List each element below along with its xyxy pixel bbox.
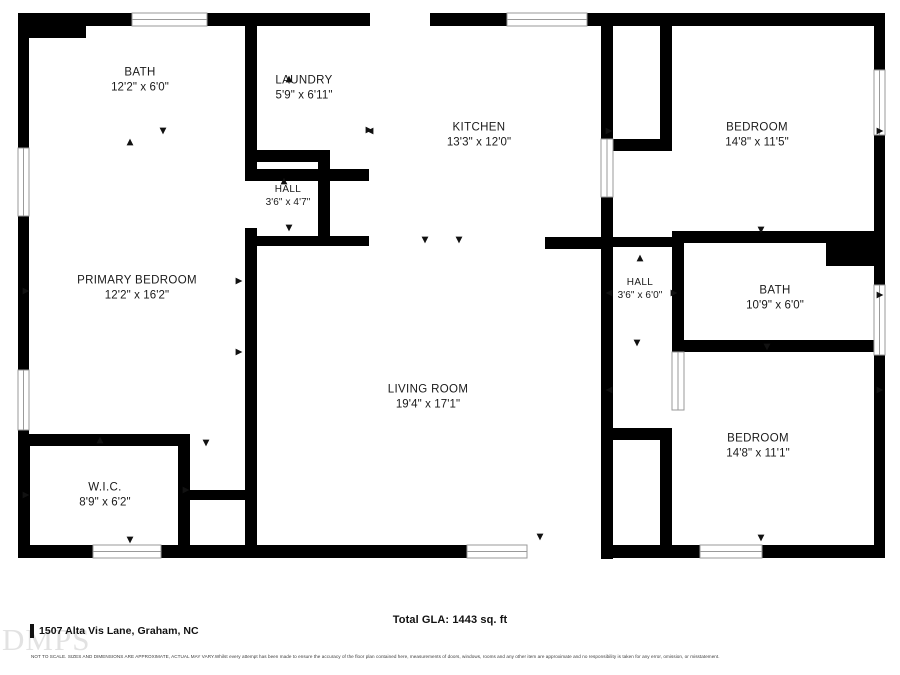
wall-segment: [672, 231, 876, 243]
door-opening-marker: [22, 491, 30, 499]
door-opening-marker: [280, 177, 288, 185]
wall-segment: [672, 243, 684, 351]
door-opening-marker: [605, 127, 613, 135]
wall-segment: [601, 249, 613, 559]
door-opening-marker: [757, 226, 765, 234]
wall-segment: [318, 150, 330, 245]
wall-segment: [18, 434, 190, 446]
door-opening-marker: [605, 386, 613, 394]
door-opening-marker: [763, 343, 771, 351]
wall-segment: [245, 24, 257, 169]
wall-segment: [29, 13, 86, 38]
door-opening-marker: [126, 536, 134, 544]
door-opening-marker: [235, 277, 243, 285]
door-opening-marker: [876, 291, 884, 299]
wall-segment: [257, 236, 369, 246]
disclaimer-text: NOT TO SCALE. SIZES AND DIMENSIONS ARE A…: [31, 654, 720, 659]
door-opening-marker: [365, 126, 373, 134]
address-block: 1507 Alta Vis Lane, Graham, NC: [30, 624, 199, 638]
door-markers-layer: [22, 75, 884, 544]
wall-segment: [672, 340, 876, 352]
door-opening-marker: [636, 254, 644, 262]
door-opening-marker: [757, 534, 765, 542]
plan-footer: DMPS Total GLA: 1443 sq. ft 1507 Alta Vi…: [0, 600, 900, 675]
door-opening-marker: [22, 287, 30, 295]
wall-segment: [601, 139, 672, 151]
wall-segment: [245, 150, 330, 162]
door-opening-marker: [96, 436, 104, 444]
wall-segment: [601, 428, 671, 440]
door-opening-marker: [536, 533, 544, 541]
wall-segment: [245, 169, 369, 181]
door-opening-marker: [159, 127, 167, 135]
wall-segment: [18, 13, 29, 558]
door-opening-marker: [670, 289, 678, 297]
door-opening-marker: [876, 386, 884, 394]
door-opening-marker: [285, 75, 293, 83]
wall-segment: [190, 490, 250, 500]
wall-segment: [613, 237, 675, 247]
door-opening-marker: [455, 236, 463, 244]
door-opening-marker: [202, 439, 210, 447]
wall-segment: [612, 13, 885, 26]
wall-segment: [601, 24, 613, 249]
total-gla-text: Total GLA: 1443 sq. ft: [392, 614, 508, 626]
wall-segment: [178, 434, 190, 558]
door-opening-marker: [605, 289, 613, 297]
floor-plan-drawing: [17, 12, 886, 559]
property-address: 1507 Alta Vis Lane, Graham, NC: [39, 625, 199, 637]
door-opening-marker: [235, 348, 243, 356]
door-opening-marker: [421, 236, 429, 244]
door-opening-marker: [182, 486, 190, 494]
door-opening-marker: [285, 224, 293, 232]
watermark-logo: DMPS: [2, 622, 91, 657]
door-opening-marker: [126, 138, 134, 146]
door-opening-marker: [633, 339, 641, 347]
wall-segment: [545, 237, 613, 249]
address-accent-bar: [30, 624, 34, 638]
wall-segment: [245, 228, 257, 558]
door-opening-marker: [876, 127, 884, 135]
wall-segment: [660, 24, 672, 139]
wall-segment: [660, 428, 672, 558]
